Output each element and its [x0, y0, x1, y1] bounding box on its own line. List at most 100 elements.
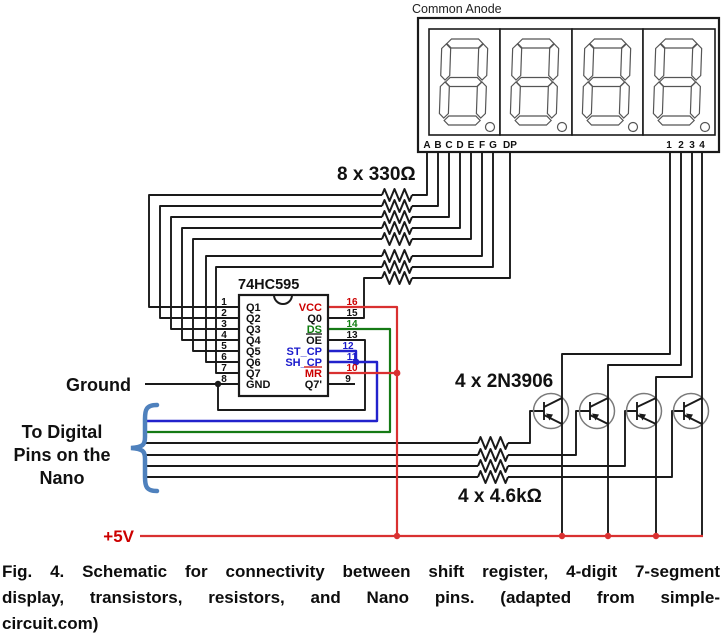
digit-cell: [571, 28, 644, 136]
junction-rail-emitter1: [558, 532, 566, 540]
pin-name-q7: Q7: [246, 368, 261, 380]
caption-line-2: display, transistors, resistors, and Nan…: [2, 588, 720, 607]
label-330-resistors: 8 x 330Ω: [337, 164, 416, 185]
transistors-2n3906: [532, 152, 710, 536]
pin-num-5: 5: [221, 341, 227, 352]
resistor-4k6: [477, 448, 509, 462]
pin-num-16: 16: [346, 297, 358, 308]
wire-digit3-transistor3: [655, 152, 693, 536]
wire-q2-res2: [159, 205, 382, 319]
wire-q0-res8: [328, 277, 382, 319]
wire-ds-to-nano: [143, 327, 392, 434]
wire-res-base3: [508, 410, 637, 467]
annotations: 8 x 330Ω 4 x 2N3906 4 x 4.6kΩ Ground To …: [13, 164, 553, 546]
transistor-3-collector: [636, 397, 657, 408]
pin-num-6: 6: [221, 352, 227, 363]
digit-pin-label-1: 1: [666, 140, 672, 151]
label-4k6-resistors: 4 x 4.6kΩ: [458, 486, 542, 507]
digit-cell: [642, 28, 716, 136]
wire-res-base4: [508, 410, 684, 478]
wire-res5-segE: [412, 152, 472, 240]
wire-q4-res4: [181, 227, 382, 341]
wire-res2-segB: [412, 152, 439, 207]
segment-pin-label-g: G: [489, 140, 497, 151]
segment-pin-label-d: D: [456, 140, 463, 151]
resistor-330: [381, 199, 413, 213]
circuit-schematic: Common Anode A B C D E F G DP 1 2 3 4: [13, 2, 721, 546]
junction-dots: [214, 358, 660, 540]
pin-name-q0: Q0: [307, 313, 322, 325]
chip-body: [237, 293, 330, 398]
transistor-4-emitter: [683, 414, 703, 425]
pin-name-q6: Q6: [246, 357, 261, 369]
pnp-arrow: [592, 413, 599, 421]
resistor-330: [381, 271, 413, 285]
wire-res1-segA: [412, 152, 428, 196]
transistor-4-collector: [683, 397, 703, 408]
transistor-3-body: [625, 392, 663, 430]
transistor-2-emitter: [589, 414, 609, 425]
resistor-4k6: [477, 470, 509, 484]
segment-pin-label-e: E: [468, 140, 475, 151]
resistor-330: [381, 221, 413, 235]
pin-name-oe: OE: [306, 335, 322, 347]
resistor-330: [381, 232, 413, 246]
pin-num-3: 3: [221, 319, 227, 330]
wire-oe-gnd-loop: [217, 339, 366, 411]
pin-num-8: 8: [221, 374, 227, 385]
resistor-4k6: [477, 459, 509, 473]
junction-stcp-shcp: [352, 358, 360, 366]
chip-74hc595: 74HC595 1 2 3 4 5 6 7 8 Q1 Q2 Q3 Q4 Q5 Q…: [221, 277, 358, 398]
pin-num-15: 15: [346, 308, 358, 319]
wire-shcp-to-nano: [143, 360, 379, 423]
pin-name-q7s: Q7': [305, 379, 323, 391]
pin-num-4: 4: [221, 330, 227, 341]
pin-name-shcp: SH_CP: [285, 357, 322, 369]
junction-gnd-oe: [214, 380, 222, 388]
pin-num-2: 2: [221, 308, 227, 319]
pnp-arrow: [639, 413, 646, 421]
figure-caption: Fig. 4. Schematic for connectivity betwe…: [0, 553, 722, 637]
pin-num-1: 1: [221, 297, 227, 308]
chip-title: 74HC595: [238, 277, 299, 293]
wire-res3-segC: [412, 152, 450, 218]
base-resistors-4k6: [477, 436, 509, 484]
nano-brace: [130, 402, 160, 494]
wire-vcc-to-rail: [328, 305, 399, 536]
digit-cell: [428, 28, 501, 136]
label-transistors: 4 x 2N3906: [455, 371, 553, 392]
chip-notch: [273, 294, 293, 305]
segment-pin-label-c: C: [445, 140, 452, 151]
wire-res-base1: [508, 410, 544, 444]
wire-res8-segDP: [412, 152, 511, 279]
resistor-330: [381, 260, 413, 274]
wire-res7-segG: [412, 152, 494, 268]
digit-pin-label-2: 2: [678, 140, 684, 151]
wire-q3-res3: [170, 216, 382, 330]
pnp-arrow: [686, 413, 693, 421]
pin-name-mr: MR: [305, 368, 322, 380]
resistor-4k6: [477, 436, 509, 450]
decimal-point: [556, 121, 568, 133]
wire-res4-segD: [412, 152, 461, 229]
transistor-1-collector: [543, 397, 563, 408]
junction-rail-emitter2: [604, 532, 612, 540]
segment-resistors-330: [381, 188, 413, 285]
junction-rail-vcc: [393, 532, 401, 540]
pin-num-9: 9: [345, 374, 351, 385]
transistor-2-collector: [589, 397, 609, 408]
pin-name-q3: Q3: [246, 324, 261, 336]
decimal-point: [699, 121, 711, 133]
digit-pin-label-3: 3: [689, 140, 695, 151]
pin-name-vcc: VCC: [299, 302, 322, 314]
pin-name-ds: DS: [307, 324, 322, 336]
caption-line-1: Fig. 4. Schematic for connectivity betwe…: [2, 562, 720, 581]
pnp-arrow: [546, 413, 553, 421]
junction-rail-emitter3: [652, 532, 660, 540]
label-nano-line1: To Digital: [22, 422, 103, 442]
seven-segment-display: Common Anode A B C D E F G DP 1 2 3 4: [412, 2, 721, 154]
pin-num-11: 11: [347, 352, 358, 363]
transistor-2-body: [578, 392, 616, 430]
display-title: Common Anode: [412, 2, 502, 16]
digit-pin-label-4: 4: [699, 140, 705, 151]
